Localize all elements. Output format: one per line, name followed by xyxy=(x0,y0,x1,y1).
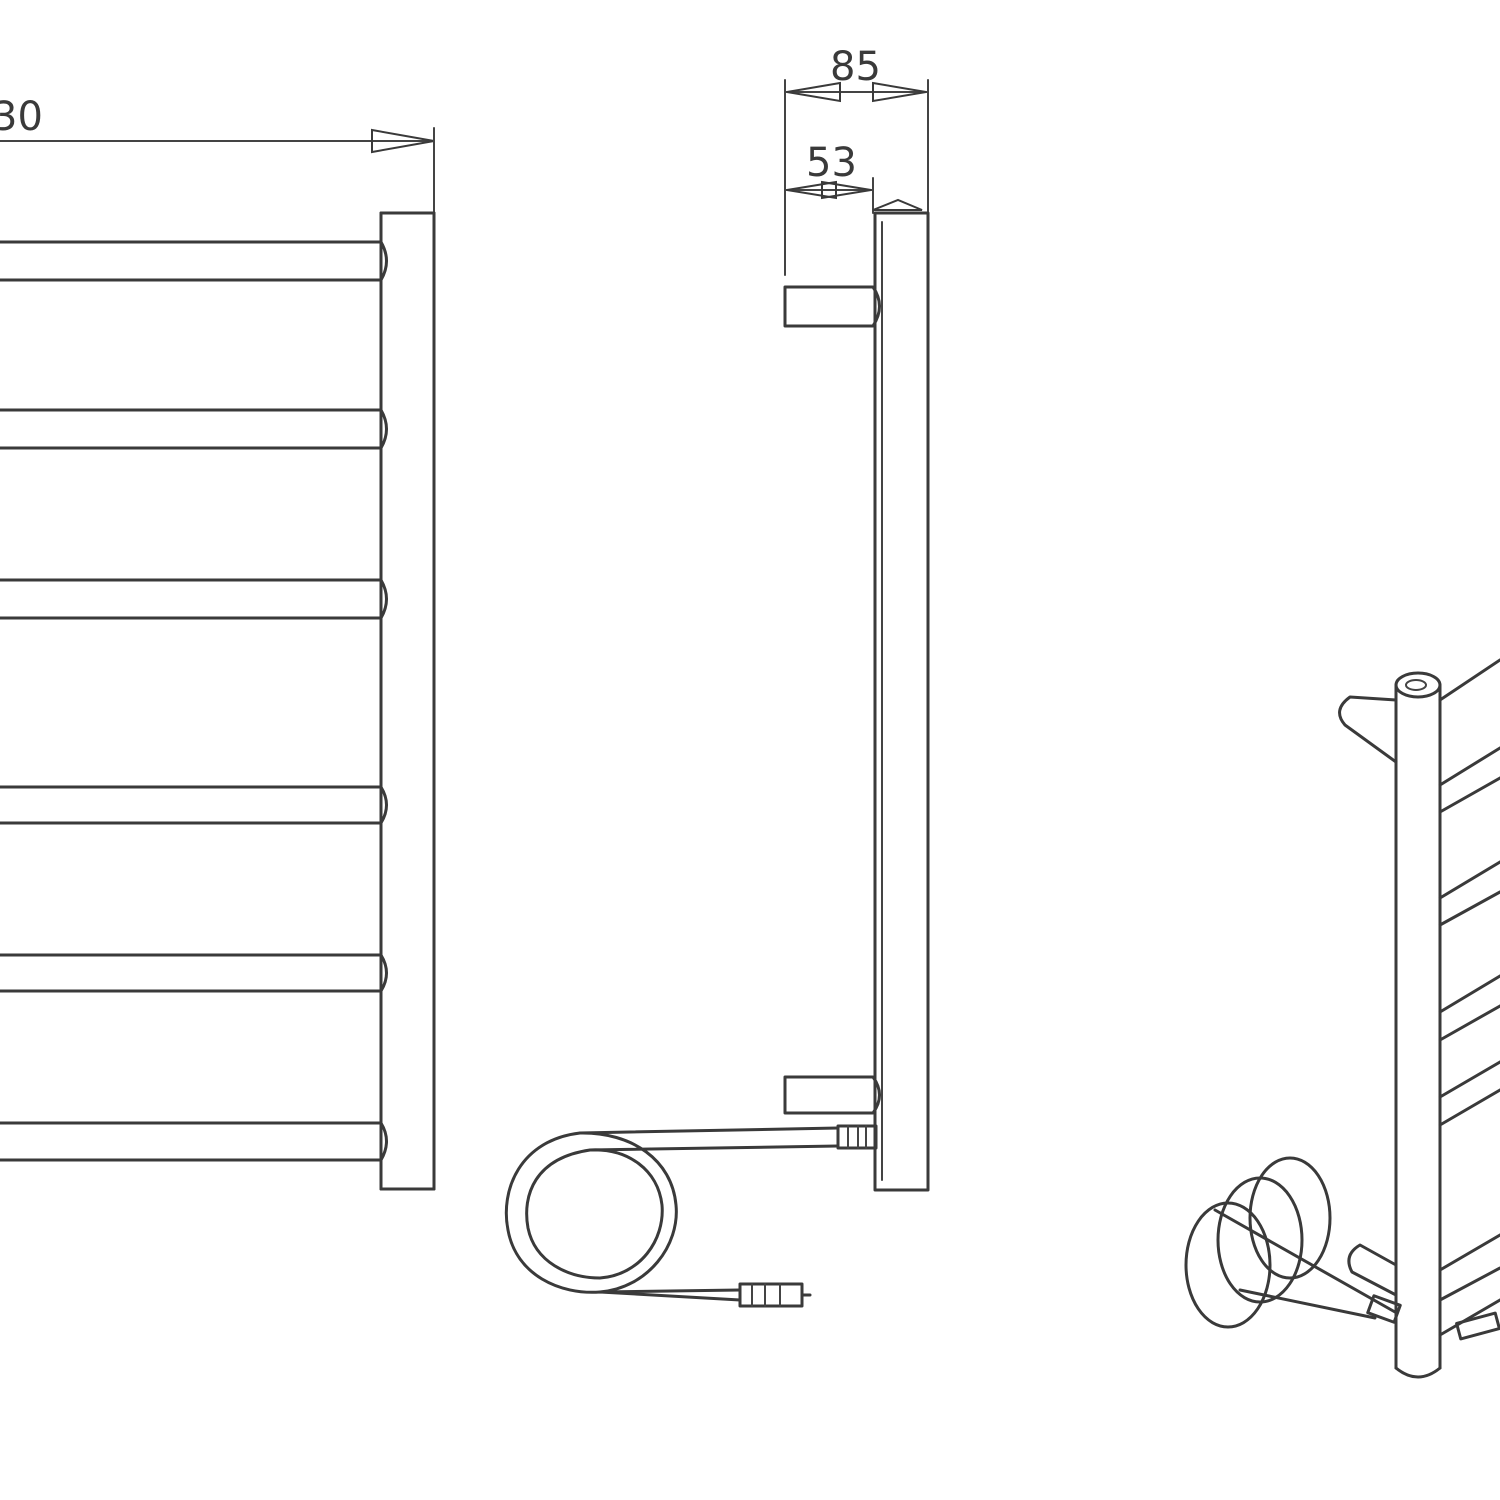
rail-4 xyxy=(0,785,388,825)
front-view: 30 xyxy=(0,94,436,1191)
front-width-label: 30 xyxy=(0,94,43,140)
side-depth-total-dimension: 85 xyxy=(784,44,929,276)
side-bracket-top xyxy=(783,285,881,328)
rail-3 xyxy=(0,578,388,620)
side-bracket-bottom xyxy=(783,1075,881,1115)
side-depth-total-label: 85 xyxy=(830,44,881,90)
iso-vertical-post xyxy=(1394,671,1442,1379)
rail-6 xyxy=(0,1121,388,1162)
front-rails xyxy=(0,240,388,1162)
side-cable-connector xyxy=(836,1124,878,1150)
front-vertical-post xyxy=(379,211,436,1191)
side-depth-bar-dimension: 53 xyxy=(784,140,923,214)
side-vertical-post xyxy=(873,211,930,1192)
iso-plug-left xyxy=(1366,1294,1402,1324)
iso-power-cable xyxy=(1184,1156,1397,1329)
side-view: 85 53 xyxy=(504,44,930,1308)
iso-bracket-bottom xyxy=(1347,1243,1398,1297)
iso-bracket-top xyxy=(1338,695,1398,764)
iso-plug-right xyxy=(1455,1311,1500,1341)
rail-1 xyxy=(0,240,388,282)
side-depth-bar-label: 53 xyxy=(806,140,857,186)
rail-5 xyxy=(0,953,388,993)
rail-2 xyxy=(0,408,388,450)
isometric-view xyxy=(1184,658,1500,1379)
side-power-cable xyxy=(504,1126,840,1308)
front-width-dimension: 30 xyxy=(0,94,435,214)
iso-rails xyxy=(1438,658,1500,1337)
